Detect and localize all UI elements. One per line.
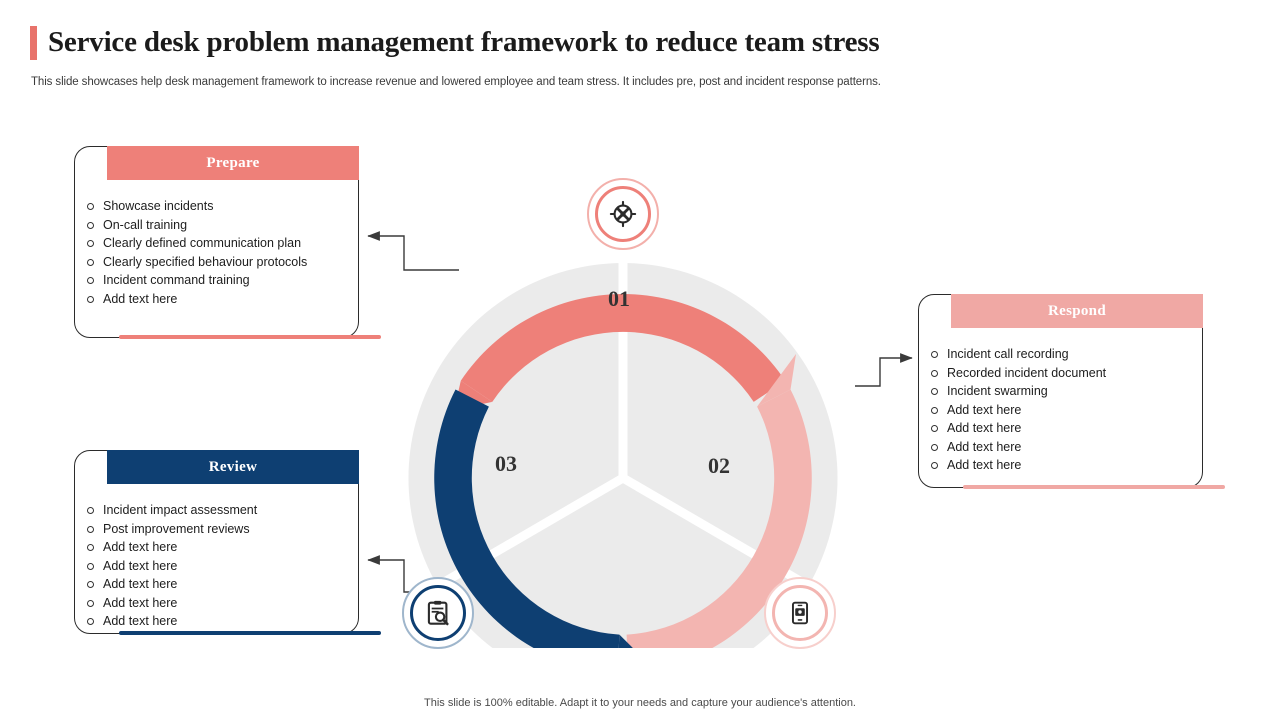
list-item: Incident impact assessment [87,501,346,520]
list-item: Add text here [87,290,346,309]
list-item: Incident call recording [931,345,1190,364]
list-item: Add text here [87,557,346,576]
page-title: Service desk problem management framewor… [48,26,880,58]
mobile-device-icon [772,585,828,641]
list-item: Add text here [87,575,346,594]
process-wheel-diagram: 01 02 03 [398,148,868,649]
wheel-svg [408,260,838,648]
incident-target-icon [595,186,651,242]
card-heading-review: Review [107,450,359,484]
footer-note: This slide is 100% editable. Adapt it to… [424,697,856,709]
title-accent-bar [30,26,37,60]
list-item: Add text here [931,438,1190,457]
card-body-respond: Incident call recording Recorded inciden… [919,345,1202,475]
card-heading-prepare: Prepare [107,146,359,180]
list-item: On-call training [87,216,346,235]
list-item: Incident command training [87,271,346,290]
page-subtitle: This slide showcases help desk managemen… [31,76,881,88]
list-item: Add text here [931,456,1190,475]
wheel-segment-02 [626,354,812,648]
segment-number-01: 01 [608,286,630,311]
list-item: Showcase incidents [87,197,346,216]
card-underline-review [119,631,381,635]
callout-card-prepare: Prepare Showcase incidents On-call train… [74,146,381,339]
wheel-segment-03 [434,389,633,648]
list-item: Post improvement reviews [87,520,346,539]
list-item: Add text here [931,419,1190,438]
card-body-prepare: Showcase incidents On-call training Clea… [75,197,358,308]
list-item: Recorded incident document [931,364,1190,383]
list-item: Clearly specified behaviour protocols [87,253,346,272]
segment-number-02: 02 [708,453,730,478]
clipboard-search-icon [410,585,466,641]
callout-card-respond: Respond Incident call recording Recorded… [918,294,1225,489]
list-item: Add text here [87,594,346,613]
segment-number-03: 03 [495,451,517,476]
list-item: Add text here [87,612,346,631]
list-item: Incident swarming [931,382,1190,401]
list-item: Add text here [931,401,1190,420]
callout-card-review: Review Incident impact assessment Post i… [74,450,381,635]
card-underline-prepare [119,335,381,339]
card-body-review: Incident impact assessment Post improvem… [75,501,358,631]
list-item: Add text here [87,538,346,557]
title-bar: Service desk problem management framewor… [0,24,1280,60]
card-heading-respond: Respond [951,294,1203,328]
card-underline-respond [963,485,1225,489]
list-item: Clearly defined communication plan [87,234,346,253]
